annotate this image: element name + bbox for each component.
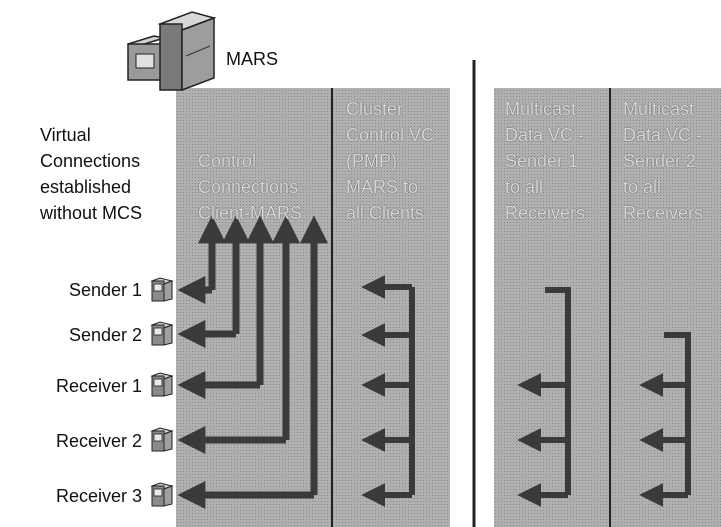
- computer-icon: [150, 372, 174, 397]
- cluster-heading-line-2: Control VC: [346, 125, 435, 145]
- control-connection-arrows: [198, 215, 328, 495]
- intro-line-4: without MCS: [40, 203, 143, 223]
- cluster-heading-line-3: (PMP): [346, 151, 397, 171]
- node-label-sender-2: Sender 2: [68, 325, 142, 345]
- multicast-sender2-panel: [610, 88, 721, 527]
- cluster-heading-line-5: all Clients: [346, 203, 425, 223]
- cluster-control-arrows: [361, 275, 415, 507]
- mc1-heading-line-5: Receivers: [505, 203, 586, 223]
- computer-icon: [150, 427, 174, 452]
- control-heading-line-3: Client-MARS: [198, 203, 303, 223]
- cluster-control-panel: [332, 88, 450, 527]
- mc1-heading-line-1: Multicast: [505, 99, 577, 119]
- multicast-sender2-arrows: [639, 332, 691, 507]
- intro-line-2: Connections: [40, 151, 141, 171]
- computer-icon: [150, 321, 174, 346]
- computer-icon: [150, 277, 174, 302]
- control-return-arrows: [177, 276, 314, 509]
- control-heading-line-1: Control: [198, 151, 257, 171]
- intro-line-3: established: [40, 177, 132, 197]
- cluster-heading-line-4: MARS to: [346, 177, 419, 197]
- cluster-heading-line-1: Cluster: [346, 99, 404, 119]
- mc1-heading-line-2: Data VC -: [505, 125, 585, 145]
- mc1-heading-line-4: to all: [505, 177, 544, 197]
- mc2-heading-line-4: to all: [623, 177, 662, 197]
- mars-server-icon: [127, 11, 217, 92]
- mc1-heading-line-3: Sender 1: [505, 151, 579, 171]
- multicast-sender1-arrows: [517, 287, 571, 507]
- mc2-heading-line-5: Receivers: [623, 203, 704, 223]
- multicast-sender1-panel: [494, 88, 610, 527]
- node-label-receiver-2: Receiver 2: [55, 431, 142, 451]
- node-label-sender-1: Sender 1: [68, 280, 142, 300]
- mc2-heading-line-2: Data VC -: [623, 125, 703, 145]
- intro-line-1: Virtual: [40, 125, 91, 145]
- node-label-receiver-1: Receiver 1: [55, 376, 142, 396]
- mars-label: MARS: [226, 49, 279, 69]
- control-heading-line-2: Connections: [198, 177, 299, 197]
- computer-icon: [150, 482, 174, 507]
- mc2-heading-line-3: Sender 2: [623, 151, 697, 171]
- node-label-receiver-3: Receiver 3: [55, 486, 142, 506]
- mc2-heading-line-1: Multicast: [623, 99, 695, 119]
